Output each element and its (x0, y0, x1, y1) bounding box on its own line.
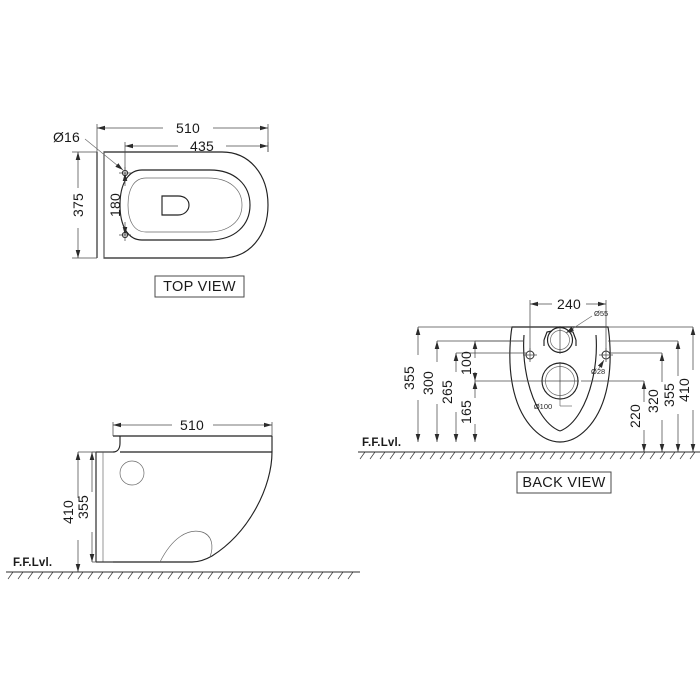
back-view-group: 240 Ø55 Ø28 Ø100 355 (358, 296, 700, 494)
dim-label-back-320: 320 (645, 389, 661, 413)
top-view-label: TOP VIEW (163, 279, 236, 295)
back-floor-hatching (359, 451, 696, 460)
dim-back-right-stack: 220 320 355 410 (581, 326, 696, 452)
side-view-group: 510 410 355 (6, 417, 360, 580)
back-view-flush-inlet (546, 326, 574, 354)
callout-diameter-16: Ø16 (53, 129, 124, 171)
back-view-label: BACK VIEW (522, 475, 605, 491)
dim-label-back-240: 240 (557, 296, 581, 312)
dim-label-top-width: 510 (176, 120, 200, 136)
back-view-label-box: BACK VIEW (516, 471, 612, 494)
callout-diameter-55: Ø55 (565, 309, 608, 334)
dim-top-510: 510 (96, 120, 269, 152)
top-view-group: 510 435 375 180 Ø16 (53, 120, 269, 298)
dim-top-375: 375 (70, 151, 97, 259)
floor-hatching (7, 571, 354, 580)
dim-label-top-bolt-span: 435 (190, 138, 214, 154)
dim-label-back-220: 220 (627, 404, 643, 428)
dim-label-back-410: 410 (676, 378, 692, 402)
dim-label-back-355: 355 (401, 366, 417, 390)
dim-label-side-length: 510 (180, 417, 204, 433)
dim-label-back-355-right: 355 (661, 383, 677, 407)
dim-side-355: 355 (75, 451, 113, 563)
dim-label-side-355: 355 (75, 495, 91, 519)
callout-label-fixing-hole-dia: Ø16 (53, 129, 80, 145)
callout-diameter-100: Ø100 (534, 399, 572, 411)
callout-diameter-28: Ø28 (591, 359, 605, 376)
dim-back-left-stack: 355 300 265 100 165 (401, 326, 542, 442)
dim-label-side-410: 410 (60, 500, 76, 524)
back-view-floor-level-label: F.F.Lvl. (362, 437, 401, 449)
dim-label-back-300: 300 (420, 371, 436, 395)
dim-label-back-100: 100 (458, 351, 474, 375)
callout-label-bolt-hole-dia: Ø28 (591, 367, 605, 376)
top-view-label-box: TOP VIEW (154, 275, 245, 298)
dim-top-435: 435 (124, 138, 269, 170)
dim-label-back-165: 165 (458, 400, 474, 424)
dim-label-back-265: 265 (439, 380, 455, 404)
side-view-floor-line: F.F.Lvl. (6, 557, 360, 580)
dim-label-top-bolt-spacing: 180 (107, 193, 123, 217)
back-view-floor-line: F.F.Lvl. (358, 437, 700, 460)
callout-label-flush-inlet-dia: Ø55 (594, 309, 608, 318)
callout-label-waste-outlet-dia: Ø100 (534, 402, 552, 411)
dim-back-240: 240 (529, 296, 607, 352)
side-view-floor-level-label: F.F.Lvl. (13, 557, 52, 569)
dim-label-top-depth: 375 (70, 193, 86, 217)
top-view-pan-outline (96, 151, 269, 259)
dim-side-510: 510 (112, 417, 273, 436)
dim-top-180: 180 (107, 173, 128, 235)
